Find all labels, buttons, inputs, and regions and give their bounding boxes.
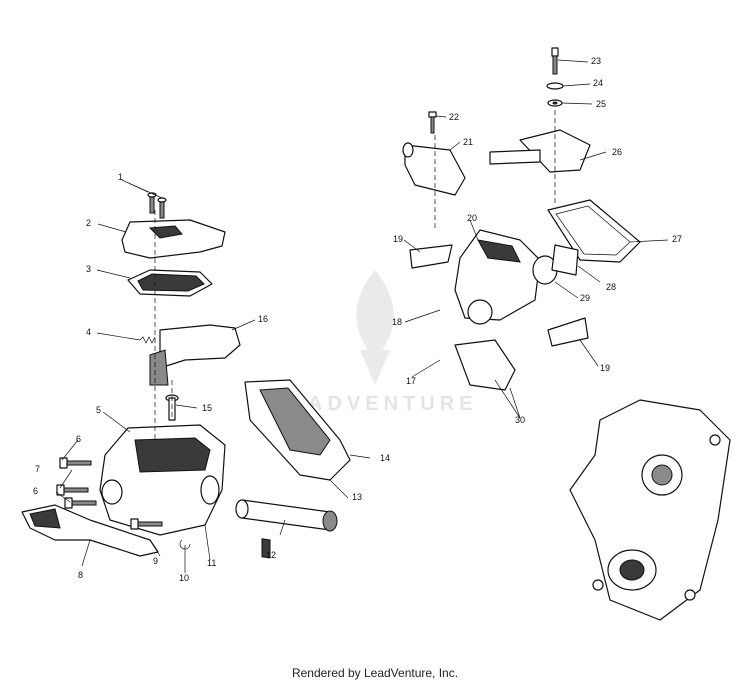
callout-26: 26	[612, 147, 622, 157]
callout-30: 30	[515, 415, 525, 425]
callout-11: 11	[207, 558, 216, 568]
callout-1: 1	[118, 172, 123, 182]
callout-29: 29	[580, 293, 590, 303]
callout-12: 12	[266, 550, 276, 560]
watermark-text: LEADVENTURE	[272, 393, 477, 415]
watermark: LEADVENTURE	[272, 270, 477, 415]
callout-18: 18	[392, 317, 402, 327]
callout-23: 23	[591, 56, 601, 66]
part-cover	[121, 219, 226, 259]
callout-labels: 1 2 3 4 5 6 7 6 8 9 10 11 12 13 14 15 16…	[33, 56, 682, 583]
callout-19b: 19	[600, 363, 610, 373]
callout-17: 17	[406, 376, 416, 386]
callout-2: 2	[86, 218, 91, 228]
callout-27: 27	[672, 234, 682, 244]
callout-15: 15	[202, 403, 212, 413]
callout-14: 14	[380, 453, 390, 463]
callout-8: 8	[78, 570, 83, 580]
watermark-flame-logo	[356, 270, 394, 385]
part-pad-lower	[547, 317, 589, 347]
callout-25: 25	[596, 99, 606, 109]
callout-4: 4	[86, 327, 91, 337]
part-engine-case	[569, 399, 731, 621]
part-screw-22	[428, 111, 437, 134]
part-shaft	[235, 499, 338, 559]
callout-6b: 6	[33, 486, 38, 496]
part-caliper-body	[454, 229, 541, 321]
callout-19: 19	[393, 234, 403, 244]
part-throttle-lever	[159, 324, 241, 369]
part-bolt-washers	[546, 47, 564, 107]
footer-credit: Rendered by LeadVenture, Inc.	[291, 666, 459, 680]
part-spring-plates	[454, 339, 516, 391]
callout-5: 5	[96, 405, 101, 415]
callout-28: 28	[606, 282, 616, 292]
part-clip	[179, 539, 191, 550]
callout-6: 6	[76, 434, 81, 444]
callout-20: 20	[467, 213, 477, 223]
part-pad-upper	[409, 244, 453, 269]
callout-3: 3	[86, 264, 91, 274]
callout-21: 21	[463, 137, 473, 147]
callout-13: 13	[352, 492, 362, 502]
leader-lines	[55, 59, 669, 573]
callout-9: 9	[153, 556, 158, 566]
callout-16: 16	[258, 314, 268, 324]
callout-22: 22	[449, 112, 459, 122]
part-side-screws	[56, 457, 163, 530]
part-piston	[551, 244, 579, 276]
part-spring	[139, 336, 156, 344]
callout-10: 10	[179, 573, 189, 583]
part-screws	[147, 192, 167, 219]
callout-7: 7	[35, 464, 40, 474]
callout-24: 24	[593, 78, 603, 88]
